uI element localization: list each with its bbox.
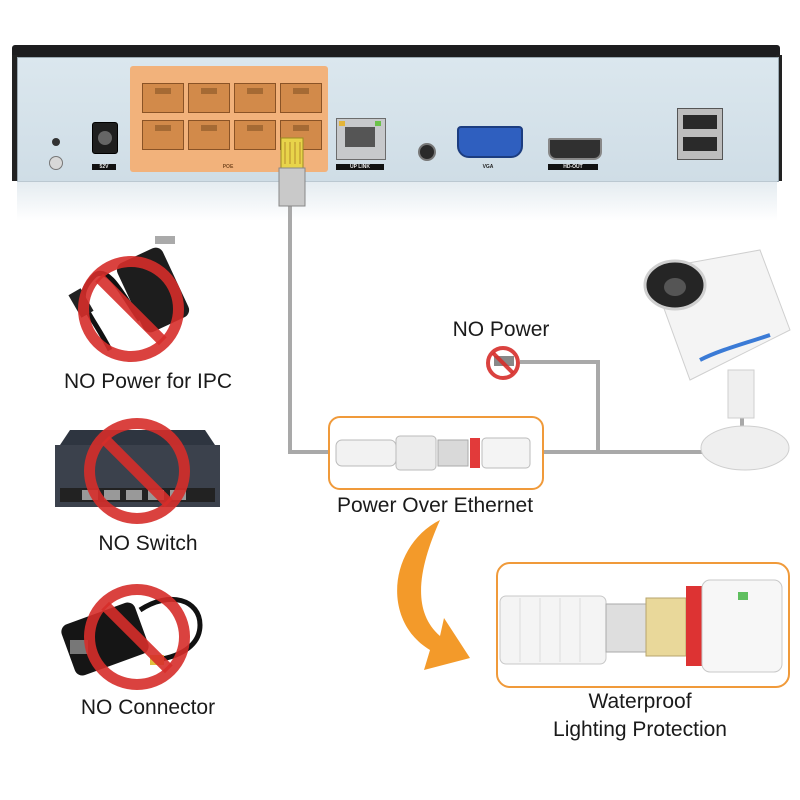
poe-port-1: [142, 83, 184, 113]
poe-coupler-detail-icon: [335, 435, 531, 471]
no-power-ipc-label: NO Power for IPC: [63, 370, 233, 393]
uplink-port-label: UP LINK: [336, 164, 384, 170]
power-port-label: 52V: [92, 164, 116, 170]
poe-port-3: [234, 83, 276, 113]
no-connector-label: NO Connector: [80, 696, 216, 719]
hdmi-port-label: HD-OUT: [548, 164, 598, 170]
usb-ports: [677, 108, 723, 160]
hdmi-port: [548, 138, 602, 160]
vga-port: [457, 126, 523, 158]
waterproof-label-line2: Lighting Protection: [553, 718, 727, 741]
poe-port-2: [188, 83, 230, 113]
poe-port-4: [280, 83, 322, 113]
nvr-top-edge: [12, 45, 780, 57]
no-power-cable: [520, 360, 600, 452]
uplink-port: [336, 118, 386, 160]
audio-jack: [418, 143, 436, 161]
nvr-reflection: [17, 181, 777, 221]
reset-button: [52, 138, 60, 146]
ground-screw-icon: [49, 156, 63, 170]
dc-power-jack: [92, 122, 118, 154]
waterproof-connector-detail-icon: [499, 579, 783, 673]
poe-label: Power Over Ethernet: [336, 494, 534, 517]
poe-port-label: POE: [222, 164, 234, 170]
poe-port-5: [142, 120, 184, 150]
waterproof-label-line1: Waterproof: [588, 690, 692, 713]
nvr-left-edge: [12, 55, 18, 181]
rj45-plug-icon: [278, 137, 306, 207]
poe-port-7: [234, 120, 276, 150]
vga-port-label: VGA: [482, 164, 494, 170]
nvr-right-edge: [776, 55, 782, 181]
poe-port-6: [188, 120, 230, 150]
curved-arrow-icon: [397, 520, 470, 670]
bullet-camera-icon: [643, 249, 791, 471]
no-switch-label: NO Switch: [98, 532, 198, 555]
no-power-label: NO Power: [452, 318, 550, 341]
